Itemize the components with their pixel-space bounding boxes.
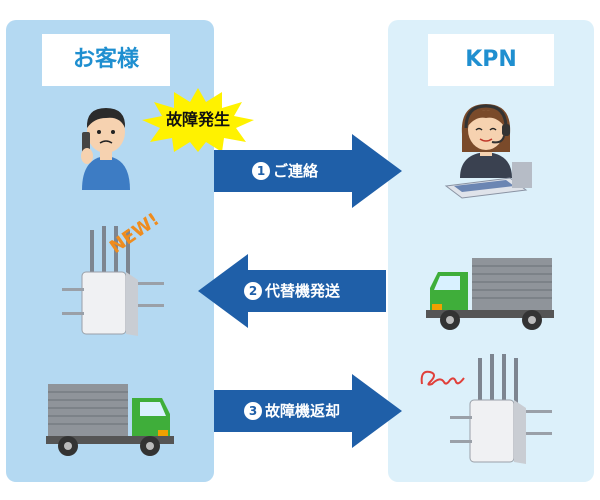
scribble-icon bbox=[420, 370, 465, 386]
arrow-step-3 bbox=[214, 374, 402, 448]
arrow-step-2 bbox=[198, 254, 386, 328]
customer-on-phone-icon bbox=[81, 108, 130, 190]
step-2-text: 代替機発送 bbox=[265, 282, 341, 300]
operator-with-headset-icon bbox=[444, 104, 532, 199]
delivery-truck-icon-customer bbox=[46, 384, 174, 456]
step-1-text: ご連絡 bbox=[273, 162, 319, 180]
burst-label: 故障発生 bbox=[165, 110, 230, 129]
provider-title: KPN bbox=[428, 34, 554, 86]
step-2-number: 2 bbox=[244, 282, 262, 300]
step-3-text: 故障機返却 bbox=[265, 402, 341, 420]
new-router-icon bbox=[62, 226, 164, 336]
step-1-number: 1 bbox=[252, 162, 270, 180]
step-3-number: 3 bbox=[244, 402, 262, 420]
customer-title: お客様 bbox=[42, 34, 170, 86]
broken-router-icon bbox=[450, 354, 552, 464]
delivery-truck-icon-provider bbox=[426, 258, 554, 330]
burst-icon bbox=[142, 88, 254, 152]
arrow-step-1 bbox=[214, 134, 402, 208]
